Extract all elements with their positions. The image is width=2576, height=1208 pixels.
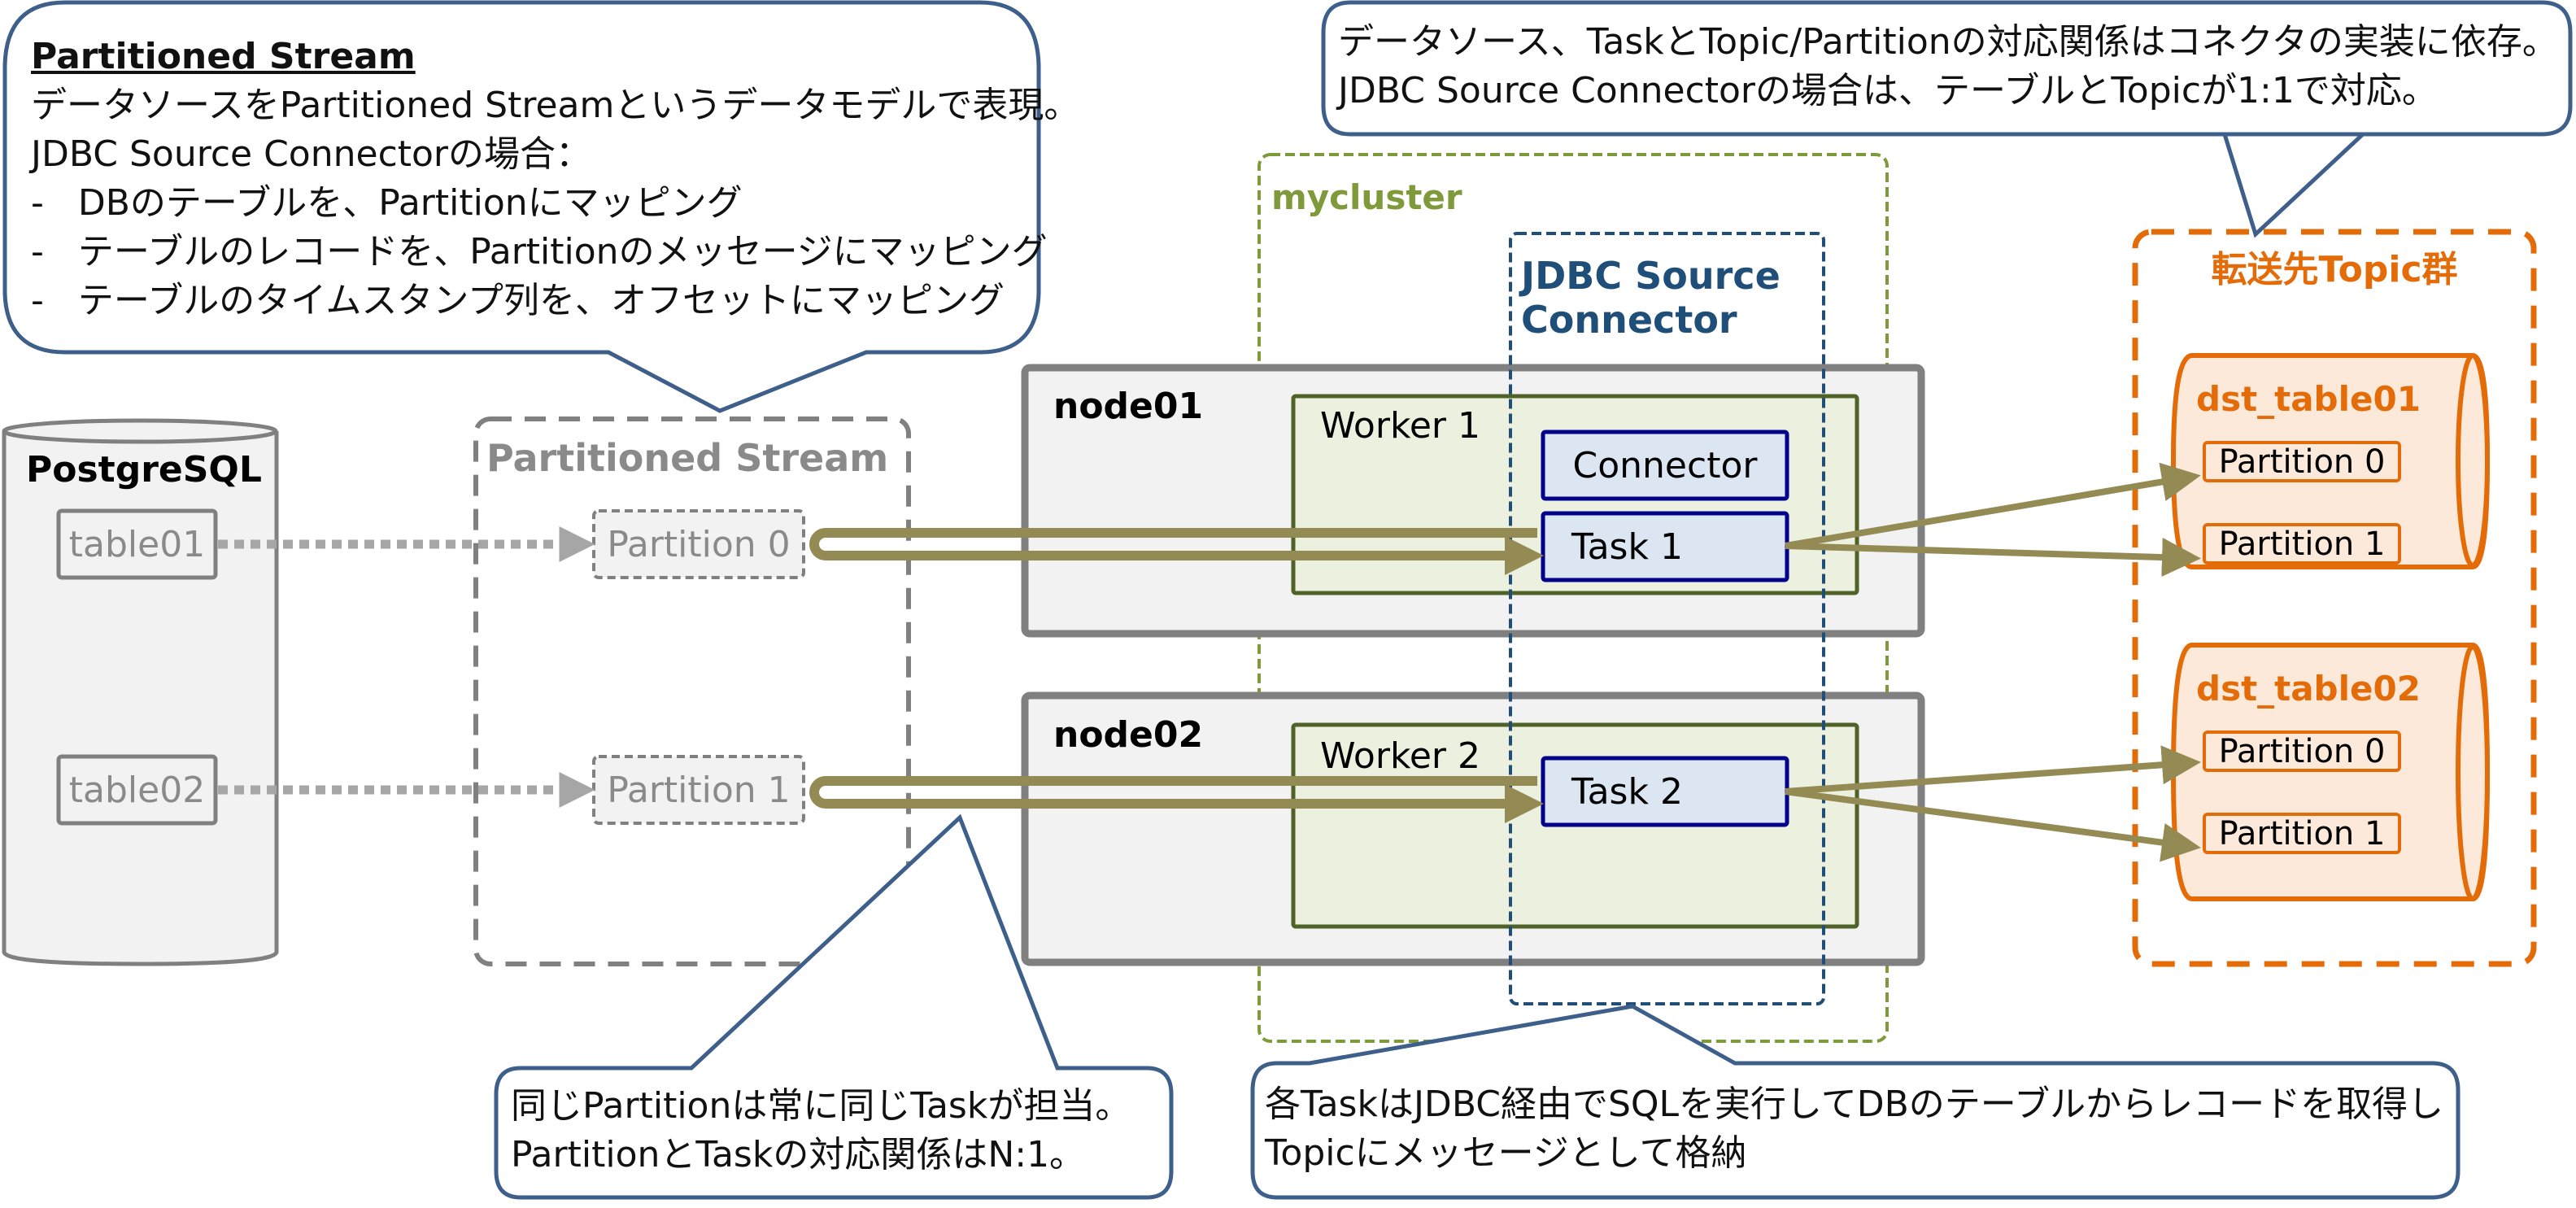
- stream-partition-1-label: Partition 1: [607, 769, 791, 811]
- postgresql-title: PostgreSQL: [26, 449, 262, 491]
- callout-line: 同じPartitionは常に同じTaskが担当。: [511, 1085, 1131, 1127]
- callout-task-jdbc: 各TaskはJDBC経由でSQLを実行してDBのテーブルからレコードを取得し T…: [1265, 1080, 2443, 1178]
- table02-box: [56, 754, 218, 826]
- task1-to-dst-table01-p1-arrow: [1785, 538, 2201, 578]
- worker1-label: Worker 1: [1320, 405, 1480, 447]
- connector-box: [1541, 430, 1789, 501]
- callout-line: - テーブルのタイムスタンプ列を、オフセットにマッピング: [31, 280, 1005, 321]
- task2-label: Task 2: [1571, 770, 1683, 813]
- postgresql-cylinder: [2, 418, 279, 966]
- task1-to-dst-table01-p0-arrow: [1785, 462, 2201, 549]
- task2-to-dst-table02-p0-arrow: [1785, 745, 2201, 795]
- callout-line: - テーブルのレコードを、Partitionのメッセージにマッピング: [31, 231, 1048, 273]
- connector-label: Connector: [1572, 444, 1758, 486]
- callout-line: PartitionとTaskの対応関係はN:1。: [511, 1134, 1086, 1175]
- callout-line: データソースをPartitioned Streamというデータモデルで表現。: [31, 85, 1080, 126]
- node02-label: node02: [1053, 714, 1204, 756]
- dst-table01-partition1-label: Partition 1: [2218, 525, 2386, 563]
- callout-line: データソース、TaskとTopic/Partitionの対応関係はコネクタの実装…: [1338, 21, 2558, 63]
- stream-partition-0-label: Partition 0: [607, 523, 791, 565]
- mycluster-title: mycluster: [1271, 177, 1462, 217]
- partition0-to-task1-flow: [809, 528, 1544, 575]
- table01-label: table01: [68, 523, 206, 565]
- dst-table02-label: dst_table02: [2196, 669, 2421, 709]
- partition1-to-task2-flow: [809, 776, 1544, 823]
- jdbc-connector-container: [1509, 232, 1825, 1005]
- table01-box: [56, 508, 218, 580]
- callout-partition-task: 同じPartitionは常に同じTaskが担当。 PartitionとTaskの…: [511, 1082, 1131, 1180]
- table02-label: table02: [68, 769, 206, 811]
- dst-table01-label: dst_table01: [2196, 379, 2421, 419]
- task2-to-dst-table02-p1-arrow: [1785, 788, 2201, 862]
- callout-task-jdbc-bubble: [1250, 1004, 2460, 1200]
- callout-partition-task-bubble: [494, 813, 1174, 1200]
- callout-line: JDBC Source Connectorの場合：: [31, 133, 592, 175]
- dst-table02-partition1-box: [2203, 813, 2401, 854]
- callout-line: JDBC Source Connectorの場合は、テーブルとTopicが1:1…: [1338, 70, 2438, 111]
- callout-line: Topicにメッセージとして格納: [1265, 1132, 1747, 1174]
- dst-table01-partition0-label: Partition 0: [2218, 443, 2386, 481]
- callout-topic-mapping-bubble: [1321, 0, 2573, 238]
- dst-table02-partition0-box: [2203, 730, 2401, 772]
- jdbc-connector-title: JDBC Source Connector: [1521, 254, 1781, 342]
- dst-table02-partition1-label: Partition 1: [2218, 814, 2386, 853]
- callout-partitioned-stream: Partitioned Stream データソースをPartitioned St…: [31, 33, 1079, 325]
- topic-group-title: 転送先Topic群: [2211, 249, 2458, 290]
- partitioned-stream-container: [473, 416, 911, 966]
- callout-topic-mapping: データソース、TaskとTopic/Partitionの対応関係はコネクタの実装…: [1338, 18, 2558, 116]
- callout-line: - DBのテーブルを、Partitionにマッピング: [31, 182, 743, 224]
- callout-line: 各TaskはJDBC経由でSQLを実行してDBのテーブルからレコードを取得し: [1265, 1084, 2444, 1125]
- callout-title: Partitioned Stream: [31, 36, 416, 77]
- node01-label: node01: [1053, 386, 1204, 427]
- dst-table01-partition0-box: [2203, 441, 2401, 482]
- callout-partitioned-stream-bubble: [2, 0, 1041, 413]
- task1-label: Task 1: [1571, 526, 1683, 568]
- dst-table01-partition1-box: [2203, 523, 2401, 565]
- worker2-label: Worker 2: [1320, 735, 1480, 777]
- dst-table02-partition0-label: Partition 0: [2218, 732, 2386, 770]
- partitioned-stream-title: Partitioned Stream: [486, 436, 889, 480]
